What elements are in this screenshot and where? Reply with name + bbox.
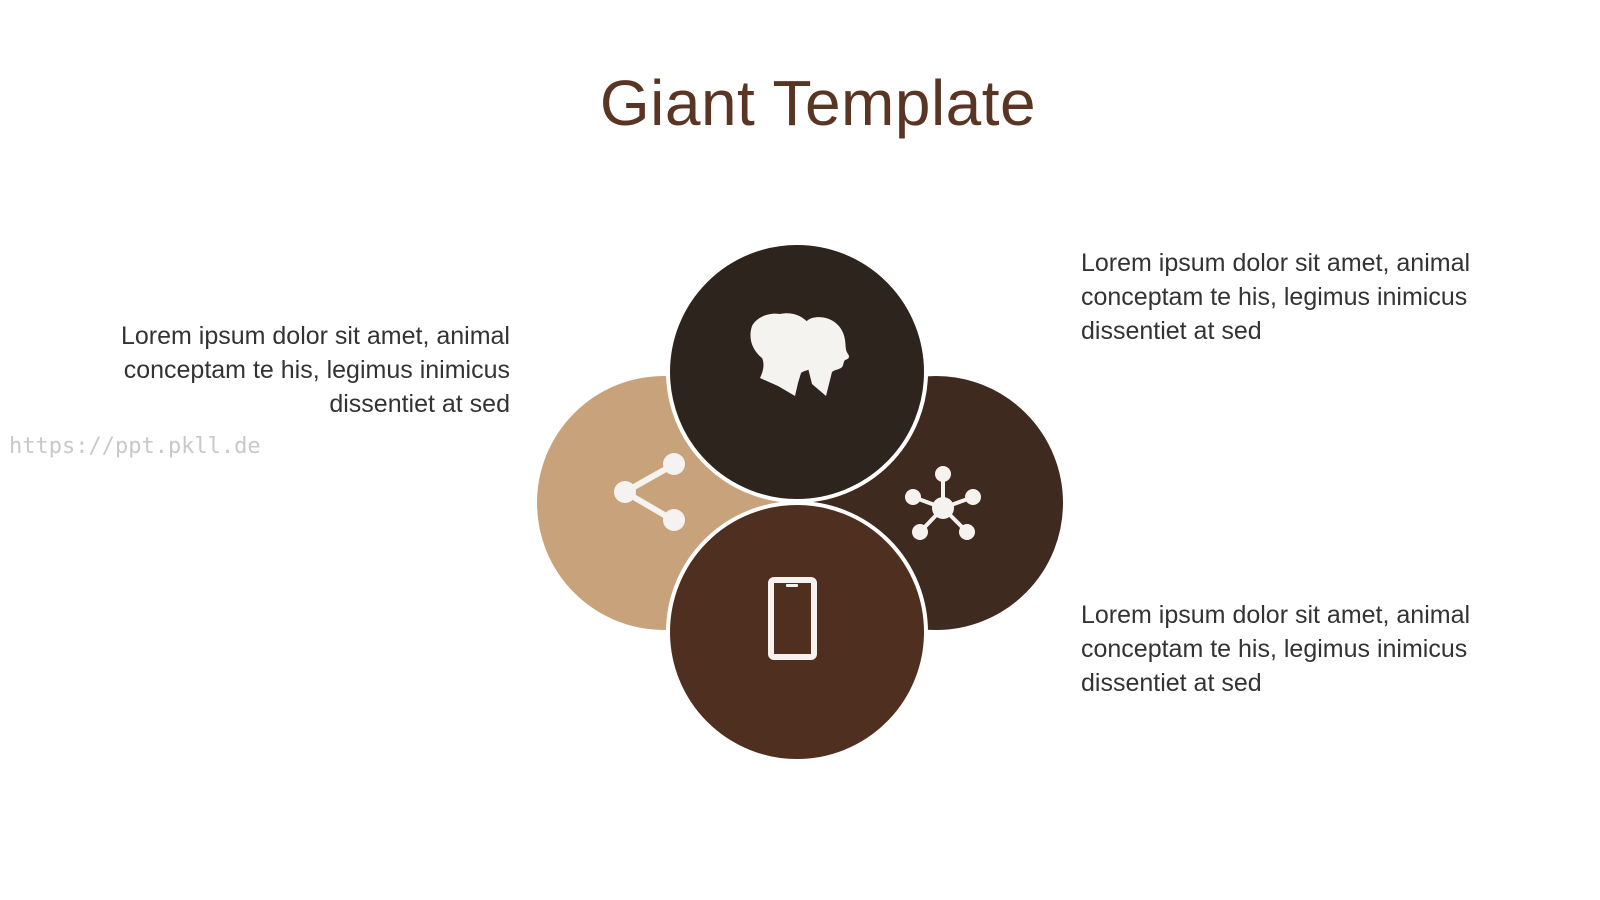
watermark: https://ppt.pkll.de: [9, 434, 261, 459]
text-block-left: Lorem ipsum dolor sit amet, animal conce…: [120, 322, 510, 418]
smartphone-icon: [768, 577, 817, 660]
share-icon: [614, 453, 685, 531]
slide-title: Giant Template: [599, 67, 1037, 139]
network-icon: [905, 466, 981, 540]
text-block-right-top: Lorem ipsum dolor sit amet, animal conce…: [1081, 249, 1471, 345]
people-profile-icon: [750, 313, 849, 396]
circle-bottom: [666, 501, 928, 763]
text-block-right-bottom: Lorem ipsum dolor sit amet, animal conce…: [1081, 601, 1471, 697]
